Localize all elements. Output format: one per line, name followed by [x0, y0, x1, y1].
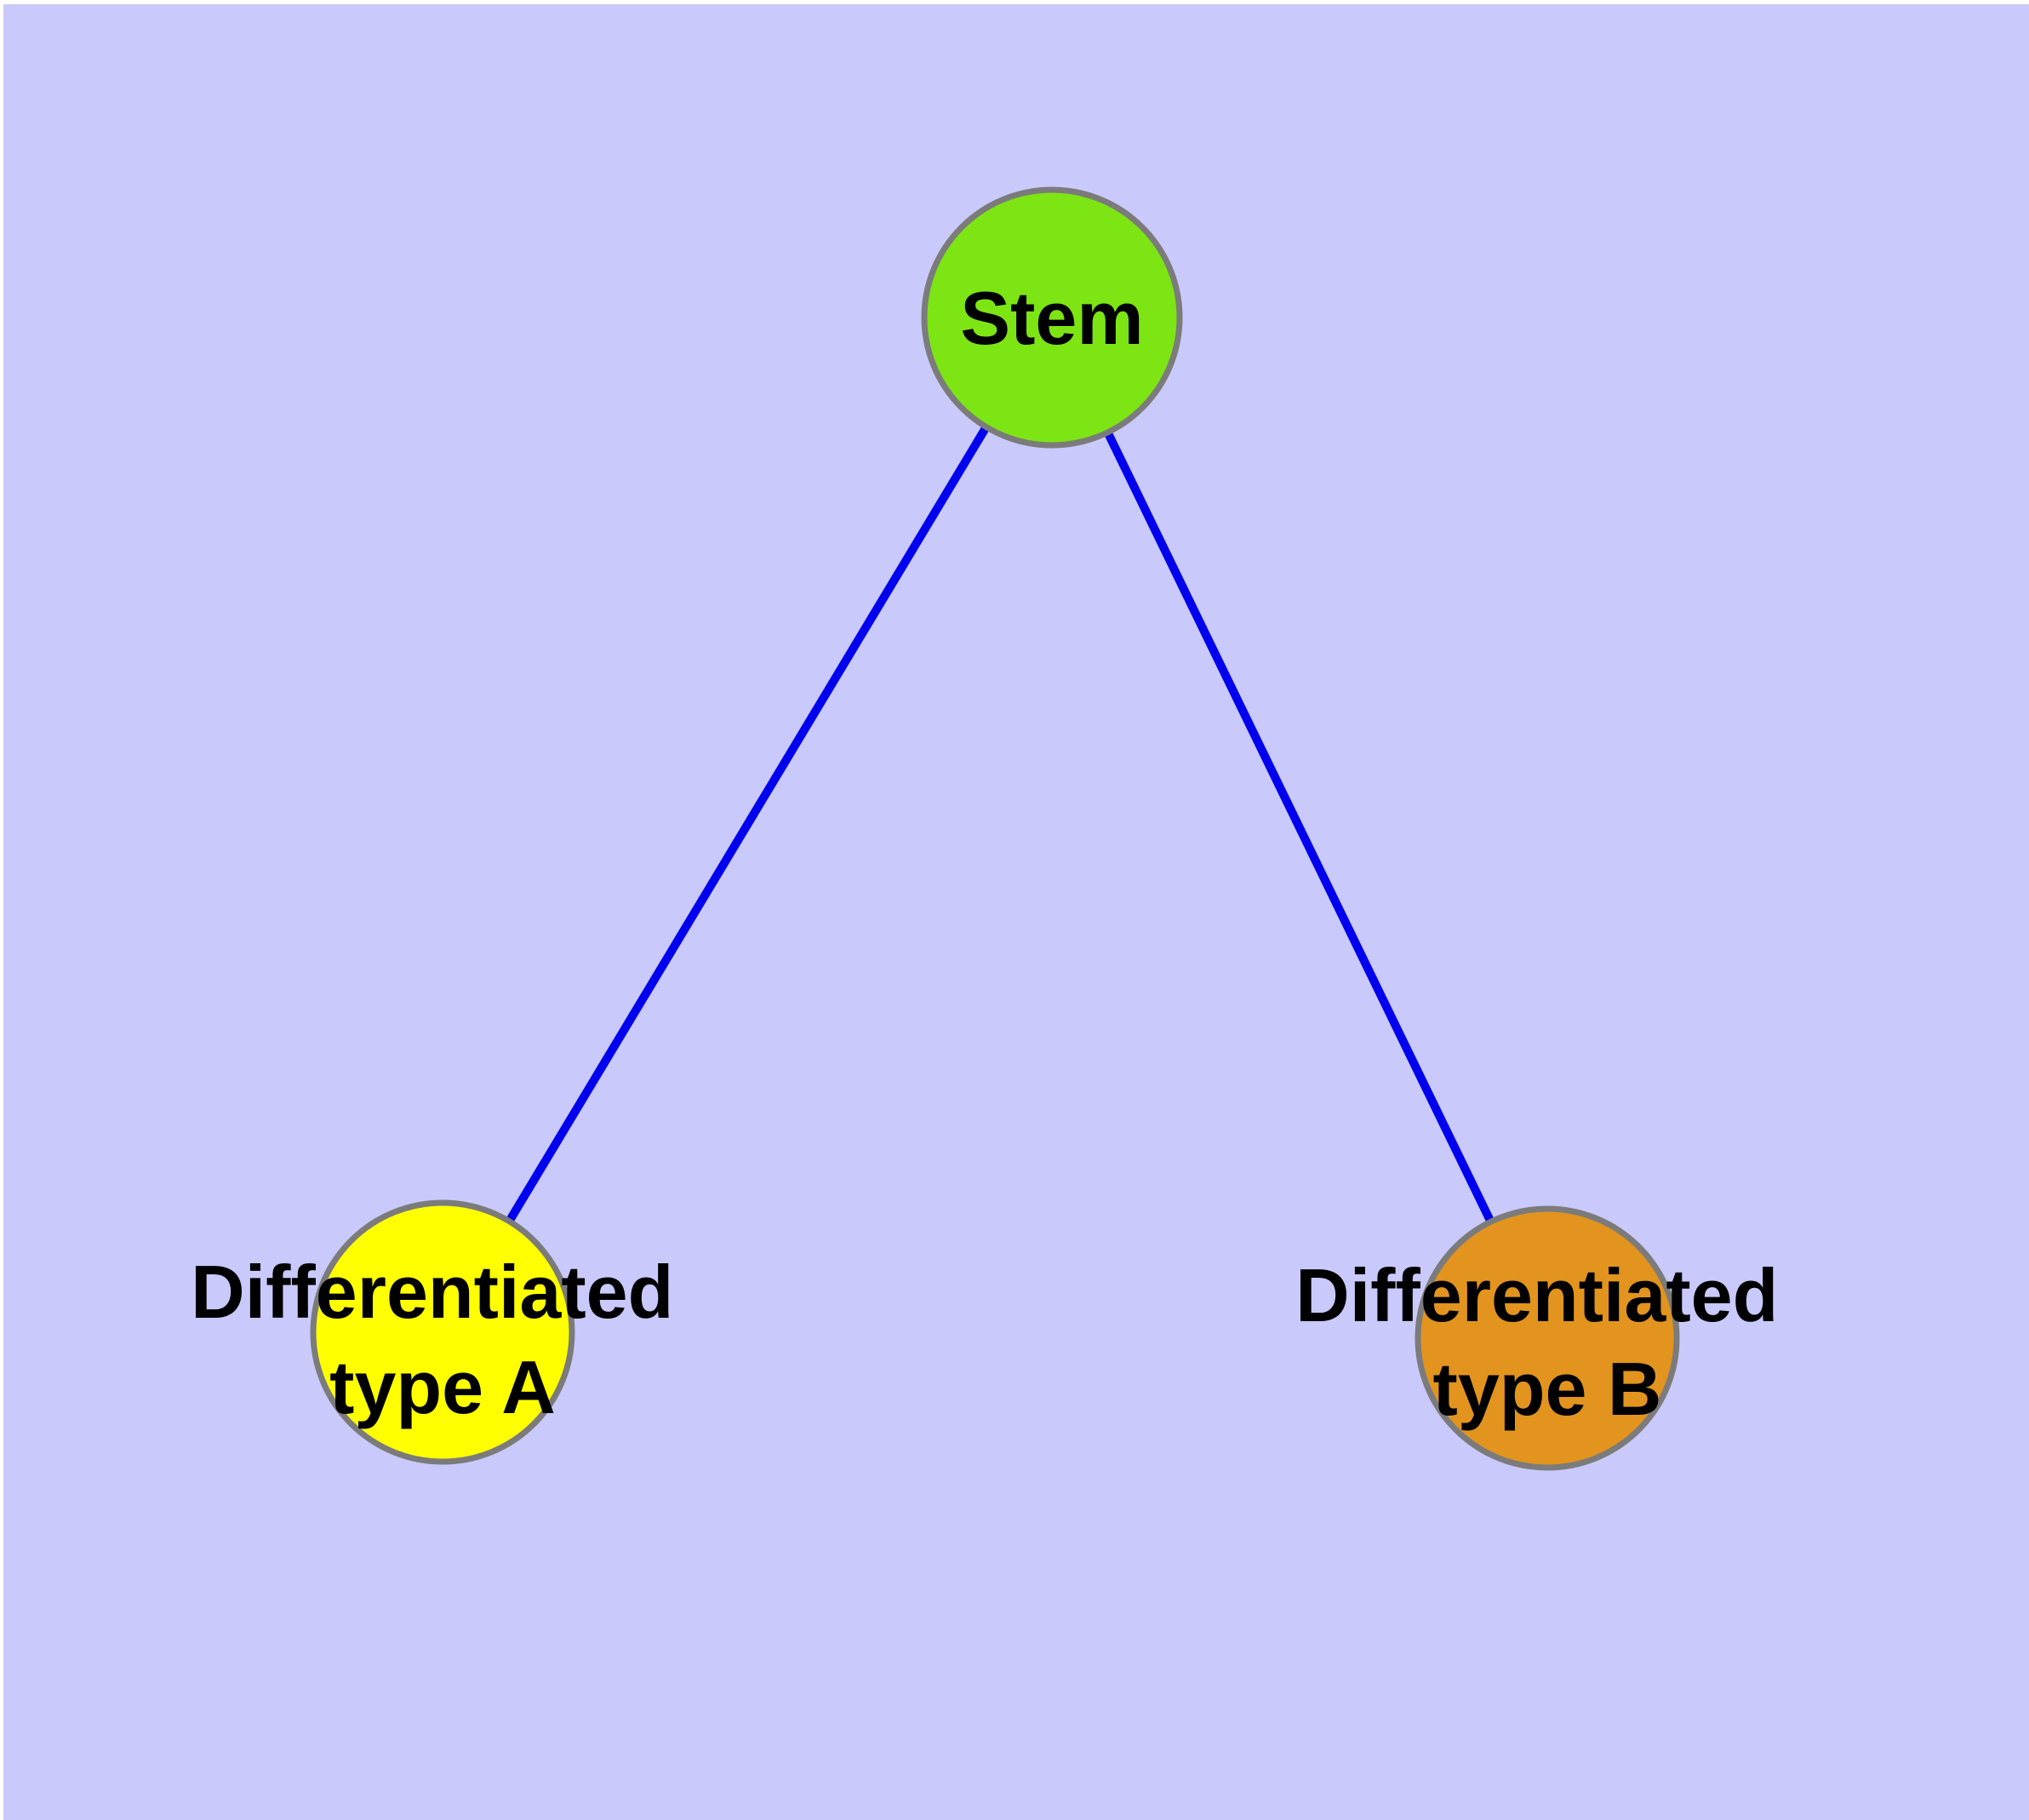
- node-stem-label: Stem: [960, 276, 1143, 360]
- node-type-a-label-line1: Differentiated: [191, 1250, 673, 1334]
- node-type-a-label: Differentiated type A: [191, 1250, 694, 1429]
- edge-stem-to-type-b: [1048, 315, 1552, 1341]
- edge-stem-to-type-a: [438, 315, 1056, 1335]
- node-type-b-label: Differentiated type B: [1295, 1253, 1799, 1431]
- node-type-b-label-line1: Differentiated: [1295, 1253, 1778, 1337]
- node-differentiated-type-a: [310, 1199, 575, 1465]
- node-type-a-label-line2: type A: [329, 1345, 556, 1429]
- node-type-b-label-line2: type B: [1433, 1347, 1662, 1431]
- node-differentiated-type-b: [1415, 1205, 1680, 1471]
- node-stem: [921, 186, 1183, 449]
